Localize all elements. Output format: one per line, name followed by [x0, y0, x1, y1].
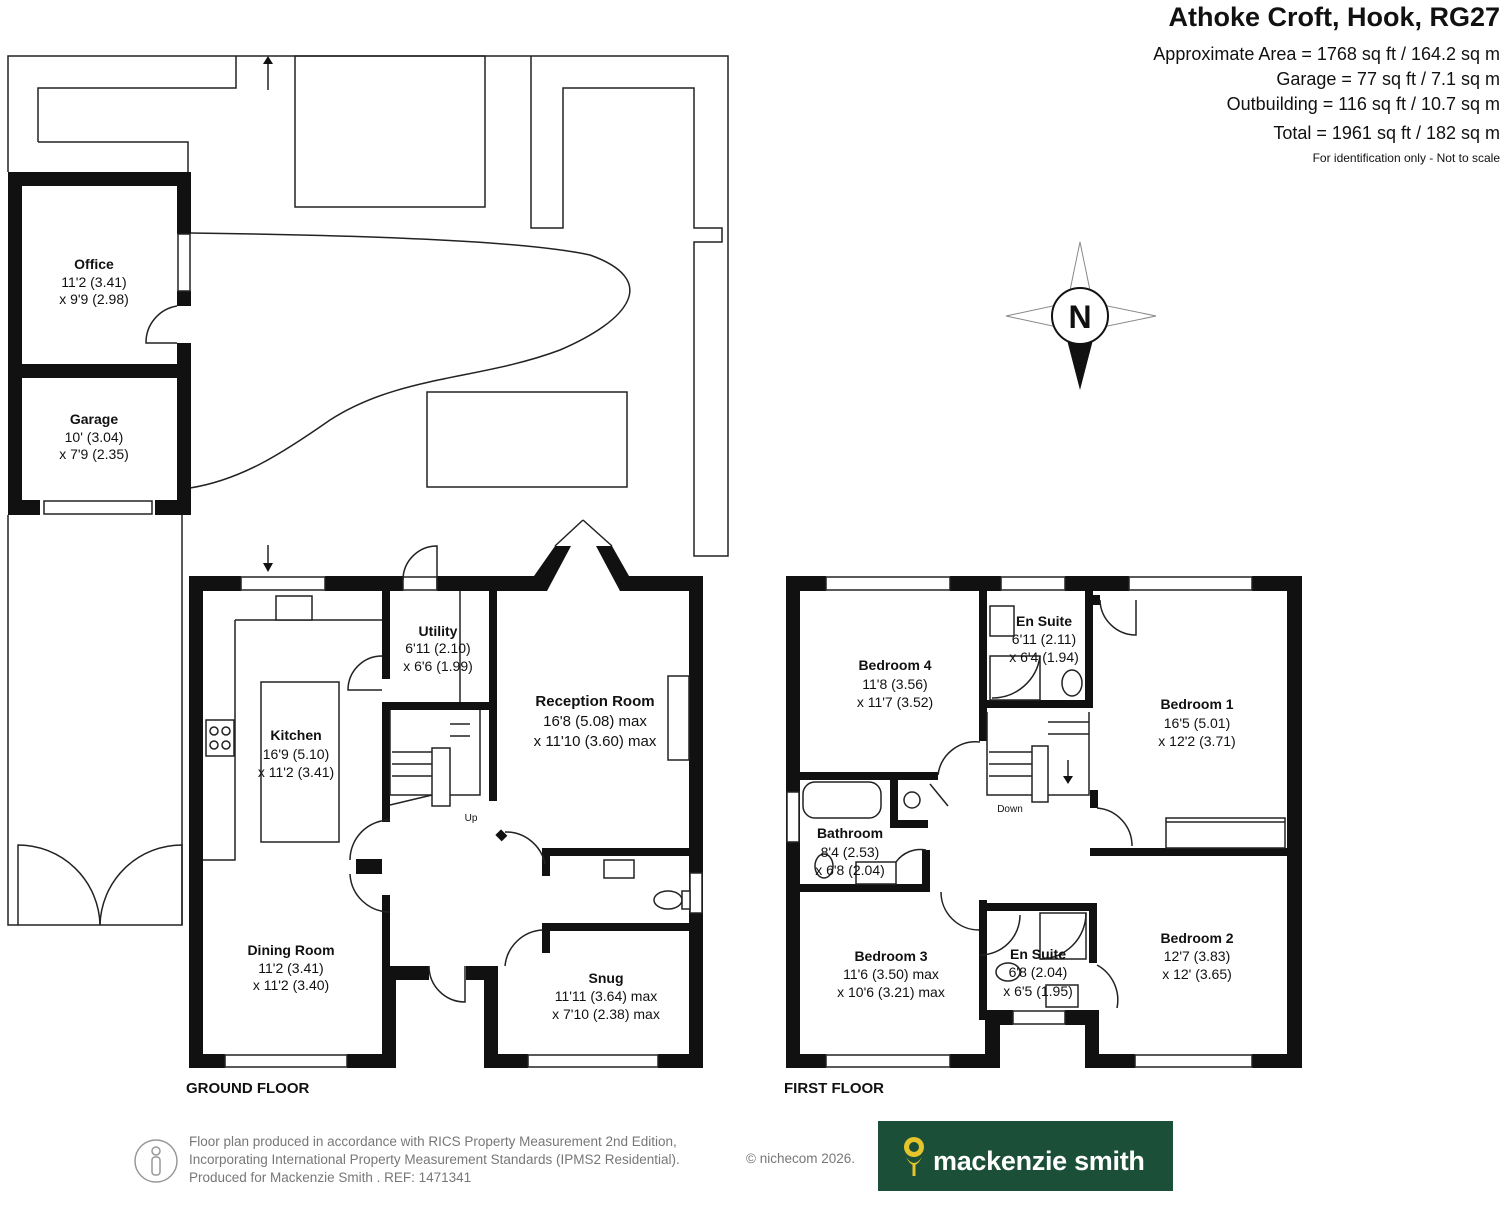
room-name: Snug — [589, 970, 624, 986]
room-dim: x 6'4 (1.94) — [1009, 649, 1079, 665]
room-dim: x 11'7 (3.52) — [857, 694, 933, 710]
room-dim: x 11'10 (3.60) max — [534, 733, 657, 750]
first-floor-walls — [786, 576, 1302, 1068]
first-floor-fixtures — [802, 599, 1286, 1009]
room-dim: 11'11 (3.64) max — [555, 988, 658, 1004]
footer-line: Produced for Mackenzie Smith . REF: 1471… — [189, 1170, 472, 1185]
room-label-ensuite-1: En Suite 6'11 (2.11) x 6'4 (1.94) — [1009, 613, 1079, 665]
ensuite-toilet — [1061, 669, 1083, 697]
ensuite-basin — [989, 605, 1015, 637]
room-dim: 8'4 (2.53) — [821, 844, 880, 860]
accessibility-person-icon — [134, 1139, 178, 1183]
room-dim: 11'8 (3.56) — [862, 676, 927, 692]
hob — [205, 719, 235, 757]
ensuite-shower — [1039, 912, 1087, 960]
room-dim: x 6'5 (1.95) — [1003, 983, 1073, 999]
room-label-bedroom1: Bedroom 1 16'5 (5.01) x 12'2 (3.71) — [1158, 696, 1235, 749]
thistle-icon — [904, 1137, 924, 1176]
room-label-snug: Snug 11'11 (3.64) max x 7'10 (2.38) max — [552, 970, 660, 1022]
ground-floor-label: GROUND FLOOR — [186, 1080, 309, 1097]
room-name: En Suite — [1010, 946, 1066, 962]
stairs-up-label: Up — [465, 813, 478, 824]
wardrobe — [1165, 817, 1286, 849]
room-dim: 6'8 (2.04) — [1009, 964, 1068, 980]
room-dim: x 11'2 (3.41) — [258, 764, 334, 780]
garage-area: Garage = 77 sq ft / 7.1 sq m — [1276, 69, 1500, 89]
room-name: Bedroom 4 — [858, 657, 931, 673]
first-floor-label: FIRST FLOOR — [784, 1080, 884, 1097]
total-area: Total = 1961 sq ft / 182 sq m — [1273, 123, 1500, 143]
room-label-utility: Utility 6'11 (2.10) x 6'6 (1.99) — [403, 623, 473, 674]
property-title: Athoke Croft, Hook, RG27 — [1168, 2, 1500, 32]
room-dim: 12'7 (3.83) — [1164, 948, 1231, 964]
room-label-bedroom4: Bedroom 4 11'8 (3.56) x 11'7 (3.52) — [857, 657, 933, 710]
room-label-dining: Dining Room 11'2 (3.41) x 11'2 (3.40) — [247, 942, 334, 993]
room-dim: 6'11 (2.10) — [405, 640, 470, 656]
room-dim: 16'5 (5.01) — [1164, 715, 1231, 731]
garden-outline — [7, 55, 729, 926]
room-name: Dining Room — [247, 942, 334, 958]
footer-line: Incorporating International Property Mea… — [189, 1152, 680, 1167]
room-label-kitchen: Kitchen 16'9 (5.10) x 11'2 (3.41) — [258, 727, 334, 780]
room-name: Garage — [70, 411, 118, 427]
copyright-notice: © nichecom 2026. — [746, 1151, 856, 1166]
outbuilding-area: Outbuilding = 116 sq ft / 10.7 sq m — [1226, 94, 1500, 114]
room-name: En Suite — [1016, 613, 1072, 629]
brand-logo-banner: mackenzie smith — [878, 1121, 1173, 1191]
approximate-area: Approximate Area = 1768 sq ft / 164.2 sq… — [1153, 44, 1500, 64]
room-dim: 11'6 (3.50) max — [843, 966, 939, 982]
room-dim: 11'2 (3.41) — [258, 960, 323, 976]
footer-notes: Floor plan produced in accordance with R… — [189, 1133, 680, 1187]
room-dim: 16'8 (5.08) max — [543, 713, 647, 730]
room-name: Bathroom — [817, 825, 883, 841]
room-dim: x 6'6 (1.99) — [403, 658, 473, 674]
room-dim: x 10'6 (3.21) max — [837, 984, 945, 1000]
cloakroom-basin — [603, 859, 635, 879]
room-name: Utility — [419, 623, 458, 639]
room-dim: 11'2 (3.41) — [61, 274, 126, 290]
room-name: Kitchen — [270, 727, 321, 743]
room-label-garage: Garage 10' (3.04) x 7'9 (2.35) — [59, 411, 129, 462]
room-dim: x 12'2 (3.71) — [1158, 733, 1235, 749]
room-dim: x 12' (3.65) — [1162, 966, 1232, 982]
bath — [802, 781, 882, 819]
ground-floor-fixtures — [203, 519, 691, 1003]
brand-name: mackenzie smith — [933, 1146, 1145, 1176]
compass-north-label: N — [1068, 299, 1091, 335]
room-label-bathroom: Bathroom 8'4 (2.53) x 6'8 (2.04) — [815, 825, 885, 878]
room-label-bedroom2: Bedroom 2 12'7 (3.83) x 12' (3.65) — [1160, 930, 1233, 982]
room-name: Bedroom 1 — [1160, 696, 1233, 712]
patio-area — [426, 391, 628, 488]
cloakroom-toilet — [653, 890, 683, 910]
room-name: Reception Room — [535, 693, 654, 710]
room-dim: x 9'9 (2.98) — [59, 291, 129, 307]
room-dim: 16'9 (5.10) — [263, 746, 330, 762]
room-dim: x 7'9 (2.35) — [59, 446, 129, 462]
room-name: Office — [74, 256, 114, 272]
footer-line: Floor plan produced in accordance with R… — [189, 1134, 677, 1149]
outbuilding-walls — [8, 172, 191, 515]
room-label-ensuite-2: En Suite 6'8 (2.04) x 6'5 (1.95) — [1003, 946, 1073, 999]
room-dim: x 11'2 (3.40) — [253, 977, 329, 993]
kitchen-island — [260, 681, 340, 843]
room-dim: x 6'8 (2.04) — [815, 862, 885, 878]
room-name: Bedroom 2 — [1160, 930, 1233, 946]
room-label-office: Office 11'2 (3.41) x 9'9 (2.98) — [59, 256, 129, 307]
room-dim: 10' (3.04) — [65, 429, 124, 445]
room-label-bedroom3: Bedroom 3 11'6 (3.50) max x 10'6 (3.21) … — [837, 948, 945, 1000]
compass-rose: N — [1005, 241, 1157, 390]
room-dim: 6'11 (2.11) — [1012, 631, 1076, 647]
room-name: Bedroom 3 — [854, 948, 927, 964]
room-label-reception: Reception Room 16'8 (5.08) max x 11'10 (… — [534, 693, 657, 750]
room-dim: x 7'10 (2.38) max — [552, 1006, 660, 1022]
ensuite2-toilet — [995, 962, 1021, 982]
bathroom-basin — [855, 861, 897, 885]
bathroom-toilet — [814, 853, 834, 879]
scale-disclaimer: For identification only - Not to scale — [1312, 151, 1500, 165]
kitchen-sink — [275, 595, 313, 621]
ensuite2-basin — [1045, 984, 1079, 1008]
stairs-down-label: Down — [997, 804, 1023, 815]
ground-floor-walls — [189, 546, 703, 1068]
